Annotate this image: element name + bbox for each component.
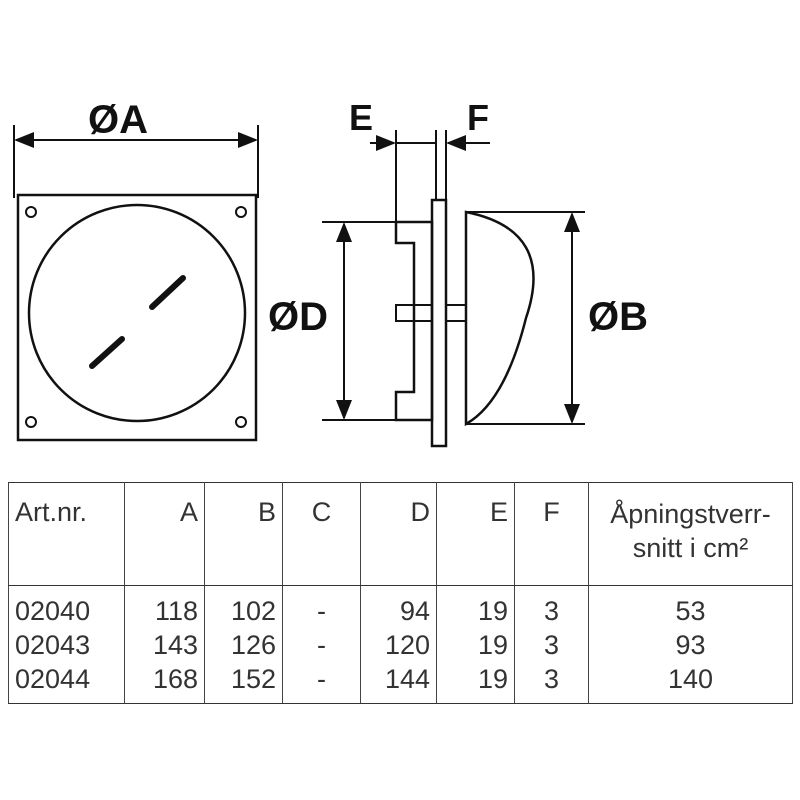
screw-hole-top-right <box>235 206 247 218</box>
reflection-stroke-2 <box>89 336 125 369</box>
cell-d: 94 <box>360 585 437 628</box>
grille-circle <box>27 203 247 423</box>
cell-f: 3 <box>514 628 589 662</box>
label-f: F <box>467 97 489 138</box>
square-plate <box>16 193 258 442</box>
dome-cap <box>464 210 535 427</box>
header-opening-area-line1: Åpningstverr- <box>610 499 771 529</box>
spacer-cell <box>204 696 283 704</box>
spacer-cell <box>436 696 515 704</box>
spacer-cell <box>282 696 361 704</box>
cell-opening-area: 140 <box>588 662 793 696</box>
header-f: F <box>514 482 589 586</box>
screw-hole-bottom-left <box>25 416 37 428</box>
header-c: C <box>282 482 361 586</box>
label-diameter-d: ØD <box>268 295 328 339</box>
cell-art-nr: 02040 <box>8 585 125 628</box>
cell-c: - <box>282 585 361 628</box>
label-diameter-b: ØB <box>588 295 648 339</box>
cell-a: 118 <box>124 585 205 628</box>
header-b: B <box>204 482 283 586</box>
cell-c: - <box>282 628 361 662</box>
cell-b: 152 <box>204 662 283 696</box>
cell-f: 3 <box>514 662 589 696</box>
header-e: E <box>436 482 515 586</box>
spacer-cell <box>124 696 205 704</box>
screw-hole-top-left <box>25 206 37 218</box>
technical-drawing: ØA E F ØD ØB <box>13 97 648 448</box>
table-row: 02044 168 152 - 144 19 3 140 <box>8 662 793 696</box>
front-view <box>13 125 259 442</box>
cell-e: 19 <box>436 628 515 662</box>
side-view <box>322 130 585 448</box>
spacer-cell <box>514 696 589 704</box>
screw-hole-bottom-right <box>235 416 247 428</box>
header-art-nr: Art.nr. <box>8 482 125 586</box>
flange-plate <box>430 198 448 448</box>
cell-art-nr: 02044 <box>8 662 125 696</box>
label-e: E <box>349 97 373 138</box>
table-bottom-spacer <box>8 696 793 704</box>
table-row: 02043 143 126 - 120 19 3 93 <box>8 628 793 662</box>
cell-d: 144 <box>360 662 437 696</box>
cell-opening-area: 53 <box>588 585 793 628</box>
spacer-cell <box>588 696 793 704</box>
cell-e: 19 <box>436 585 515 628</box>
cell-art-nr: 02043 <box>8 628 125 662</box>
cell-opening-area: 93 <box>588 628 793 662</box>
header-opening-area-line2: snitt i cm² <box>632 533 749 563</box>
table-header-row: Art.nr. A B C D E F Åpningstverr- snitt … <box>8 482 793 586</box>
connector-left <box>395 304 433 322</box>
cell-b: 102 <box>204 585 283 628</box>
table-body: 02040 118 102 - 94 19 3 53 02043 143 126… <box>8 585 793 704</box>
header-a: A <box>124 482 205 586</box>
reflection-stroke-1 <box>149 275 186 310</box>
table-row: 02040 118 102 - 94 19 3 53 <box>8 585 793 628</box>
cell-b: 126 <box>204 628 283 662</box>
connector-right <box>445 304 467 322</box>
cell-e: 19 <box>436 662 515 696</box>
cell-f: 3 <box>514 585 589 628</box>
cell-d: 120 <box>360 628 437 662</box>
cell-a: 143 <box>124 628 205 662</box>
label-diameter-a: ØA <box>88 98 148 142</box>
header-d: D <box>360 482 437 586</box>
spacer-cell <box>8 696 125 704</box>
dimension-table: Art.nr. A B C D E F Åpningstverr- snitt … <box>8 482 793 704</box>
spacer-cell <box>360 696 437 704</box>
header-opening-area: Åpningstverr- snitt i cm² <box>588 482 793 586</box>
cell-c: - <box>282 662 361 696</box>
cell-a: 168 <box>124 662 205 696</box>
